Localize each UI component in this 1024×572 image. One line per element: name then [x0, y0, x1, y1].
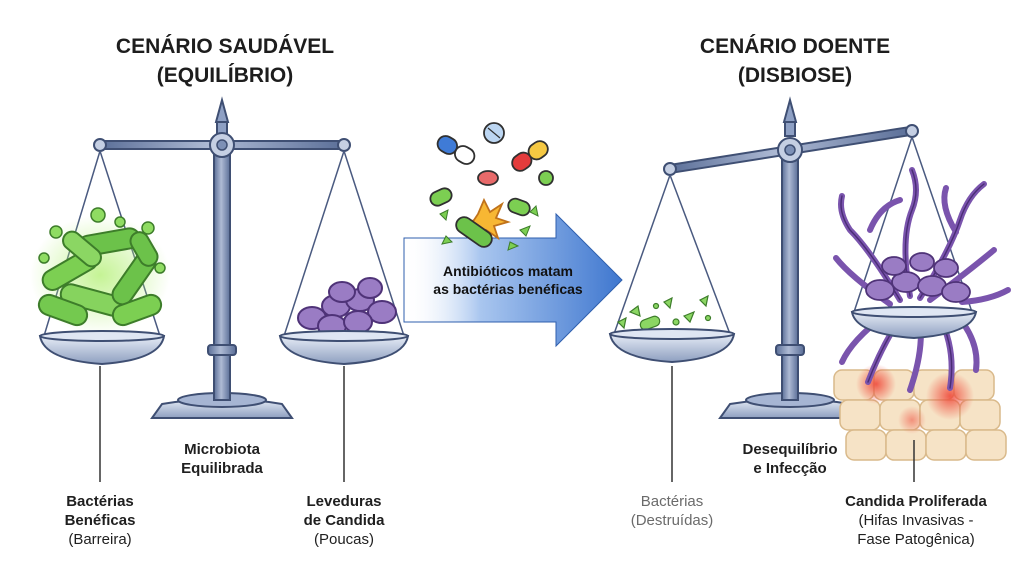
- proliferated-label-line3: Fase Patogênica): [857, 531, 975, 548]
- yeast-label-line3: (Poucas): [313, 531, 375, 548]
- proliferated-label-line1: Candida Proliferada: [845, 493, 987, 510]
- arrow-caption-line1: Antibióticos matam: [443, 263, 573, 279]
- candida-yeast-cluster: [297, 277, 397, 338]
- proliferated-label-line2: (Hifas Invasivas -: [858, 512, 974, 529]
- sick-title-line2: (DISBIOSE): [737, 64, 853, 87]
- yeast-label-line1: Leveduras: [306, 493, 382, 510]
- balanced-microbiota-label: Microbiota Equilibrada: [152, 440, 292, 478]
- yeast-label-line2: de Candida: [303, 512, 385, 529]
- imbalance-label-line2: e Infecção: [753, 460, 827, 477]
- beneficial-bacteria-cluster: [30, 207, 170, 335]
- bacteria-label-line3: (Barreira): [68, 531, 132, 548]
- destroyed-bacteria: [616, 294, 712, 331]
- imbalance-label-line1: Desequilíbrio: [742, 441, 838, 458]
- healthy-scenario-title: CENÁRIO SAUDÁVEL (EQUILÍBRIO): [80, 32, 370, 90]
- bacteria-label-line2: Benéficas: [64, 512, 136, 529]
- destroyed-bacteria-label: Bactérias (Destruídas): [602, 492, 742, 530]
- right-pan-healthy: [278, 335, 410, 366]
- destroyed-label-line1: Bactérias: [640, 493, 704, 510]
- center-label-line2: Equilibrada: [181, 460, 263, 477]
- bacteria-label-line1: Bactérias: [66, 493, 134, 510]
- candida-yeast-label: Leveduras de Candida (Poucas): [274, 492, 414, 549]
- beneficial-bacteria-label: Bactérias Benéficas (Barreira): [30, 492, 170, 549]
- imbalance-infection-label: Desequilíbrio e Infecção: [710, 440, 870, 478]
- sick-scenario-title: CENÁRIO DOENTE (DISBIOSE): [650, 32, 940, 90]
- arrow-caption: Antibióticos matam as bactérias benéfica…: [418, 262, 598, 298]
- arrow-caption-line2: as bactérias benéficas: [433, 281, 583, 297]
- antibiotic-arrow: [403, 212, 623, 348]
- bacteria-fragments: [439, 204, 539, 251]
- destroyed-label-line2: (Destruídas): [630, 512, 714, 529]
- healthy-title-line2: (EQUILÍBRIO): [156, 64, 294, 87]
- center-label-line1: Microbiota: [184, 441, 260, 458]
- left-pan-sick: [608, 333, 736, 364]
- balanced-scale: [43, 96, 405, 419]
- healthy-title-line1: CENÁRIO SAUDÁVEL: [115, 35, 335, 58]
- right-pan-sick: [850, 311, 978, 340]
- sick-title-line1: CENÁRIO DOENTE: [699, 35, 891, 58]
- candida-yeast-mass: [865, 252, 971, 303]
- left-pan-healthy: [38, 335, 166, 366]
- antibiotic-pills: [429, 122, 554, 248]
- candida-proliferated-label: Candida Proliferada (Hifas Invasivas - F…: [826, 492, 1006, 549]
